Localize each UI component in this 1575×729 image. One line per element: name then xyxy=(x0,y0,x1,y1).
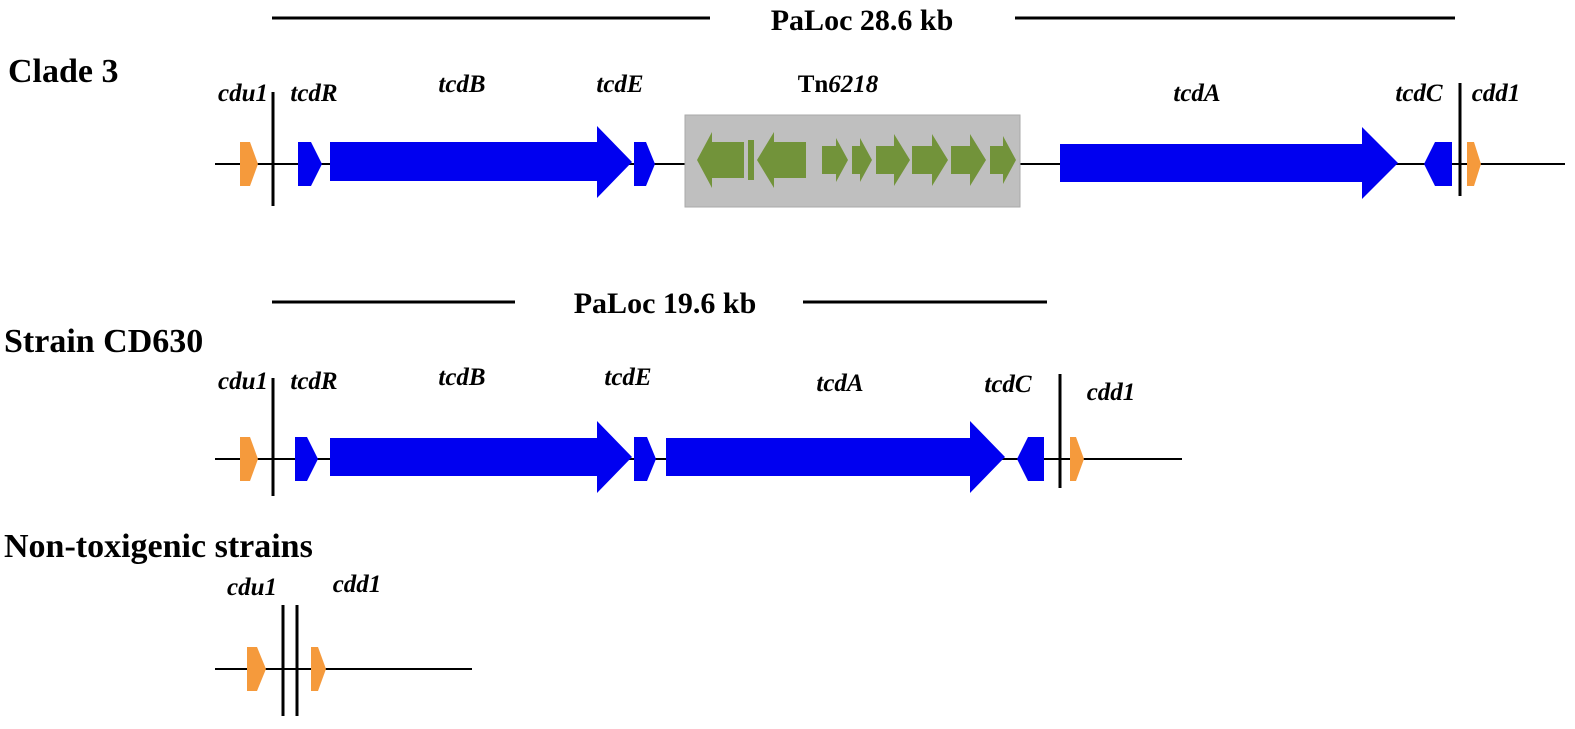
paloc-size-label: PaLoc 28.6 kb xyxy=(771,4,954,37)
paloc-size-label: PaLoc 19.6 kb xyxy=(574,287,757,320)
transposon-orf-1 xyxy=(697,132,744,188)
gene-label-tcdE: tcdE xyxy=(604,364,651,391)
gene-label-tcdA: tcdA xyxy=(1173,80,1220,107)
transposon-label: Tn6218 xyxy=(798,71,879,98)
transposon-orf-8 xyxy=(951,134,986,186)
gene-arrow-tcdC xyxy=(1017,437,1044,481)
gene-arrow-tcdE xyxy=(634,142,655,186)
gene-arrow-cdd1 xyxy=(1070,437,1084,481)
gene-label-tcdB: tcdB xyxy=(438,364,485,391)
gene-arrow-tcdB xyxy=(330,421,632,493)
gene-arrow-tcdA xyxy=(666,421,1005,493)
transposon-orf-5 xyxy=(852,138,872,182)
row-title-clade3: Clade 3 xyxy=(8,53,119,90)
transposon-label-number: 6218 xyxy=(828,71,879,98)
row-clade3: Clade 3 PaLoc 28.6 kb cdu1 tcdR tcdB tcd… xyxy=(8,4,1565,208)
gene-label-tcdR: tcdR xyxy=(290,368,337,395)
gene-arrow-tcdE xyxy=(634,437,656,481)
gene-label-tcdB: tcdB xyxy=(438,71,485,98)
row-non-toxigenic: Non-toxigenic strains cdu1 cdd1 xyxy=(4,528,472,716)
gene-label-cdu1: cdu1 xyxy=(218,368,268,395)
gene-label-cdd1: cdd1 xyxy=(1472,80,1521,107)
gene-arrow-cdd1 xyxy=(1467,142,1481,186)
gene-arrow-tcdA xyxy=(1060,127,1398,199)
gene-arrow-tcdR xyxy=(298,142,322,186)
gene-label-cdd1: cdd1 xyxy=(1087,379,1136,406)
gene-arrow-tcdB xyxy=(330,126,632,198)
gene-label-cdu1: cdu1 xyxy=(218,80,268,107)
gene-arrow-cdu1 xyxy=(247,647,266,691)
gene-label-cdd1: cdd1 xyxy=(333,571,382,598)
gene-label-tcdC: tcdC xyxy=(984,371,1032,398)
gene-label-cdu1: cdu1 xyxy=(227,574,277,601)
gene-arrow-cdu1 xyxy=(240,142,258,186)
gene-arrow-cdd1 xyxy=(311,647,326,691)
gene-label-tcdE: tcdE xyxy=(596,71,643,98)
transposon-label-prefix: Tn xyxy=(798,71,829,98)
transposon-orf-7 xyxy=(912,134,948,186)
transposon-orf-4 xyxy=(822,138,848,182)
transposon-orf-6 xyxy=(876,134,910,186)
gene-label-tcdR: tcdR xyxy=(290,80,337,107)
row-cd630: Strain CD630 PaLoc 19.6 kb cdu1 tcdR tcd… xyxy=(4,287,1182,496)
transposon-orf-9 xyxy=(990,136,1016,184)
gene-arrow-tcdR xyxy=(295,437,318,481)
transposon-orf-2 xyxy=(748,140,754,180)
transposon-orf-3 xyxy=(757,132,806,188)
row-title-cd630: Strain CD630 xyxy=(4,323,203,360)
gene-label-tcdC: tcdC xyxy=(1395,80,1443,107)
gene-label-tcdA: tcdA xyxy=(816,370,863,397)
gene-arrow-tcdC xyxy=(1424,142,1452,186)
gene-arrow-cdu1 xyxy=(240,437,258,481)
row-title-non-toxigenic: Non-toxigenic strains xyxy=(4,528,313,565)
